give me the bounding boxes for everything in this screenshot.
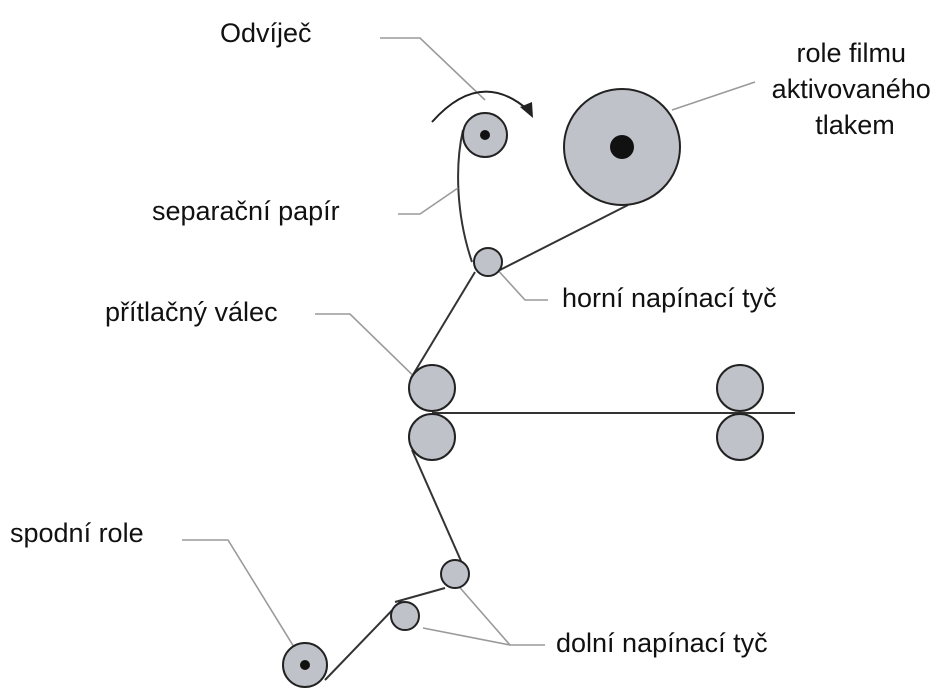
leader-upper-tension-bar <box>494 266 548 301</box>
bottom-web <box>394 587 446 603</box>
leader-lower-tension-bar <box>454 581 545 646</box>
lower-tension-bar-roller <box>440 559 470 589</box>
curved-arrow-icon <box>431 90 533 123</box>
leader-lower-tension-bar <box>422 627 511 646</box>
leader-separation-paper <box>398 187 459 215</box>
label-lower-tension-bar: dolní napínací tyč <box>556 628 768 658</box>
label-pressure-roller: přítlačný válec <box>105 297 278 327</box>
film-paths <box>324 129 795 681</box>
pressure-roller-bottom <box>408 413 456 461</box>
label-unwinder: Odvíječ <box>220 18 312 48</box>
pressure-roller-top <box>408 364 456 412</box>
output-roller-bottom <box>716 413 764 461</box>
label-film-roll: role filmu aktivovaného tlakem <box>772 38 939 140</box>
label-bottom-roll: spodní role <box>10 518 144 548</box>
bottom-web <box>411 449 466 571</box>
leader-film-roll <box>671 81 756 111</box>
label-separation-paper: separační papír <box>152 196 340 226</box>
separation-paper-path <box>457 129 473 263</box>
lower-tension-bar-roller <box>390 601 420 631</box>
rollers <box>282 88 764 688</box>
bottom-roll-hub <box>300 660 310 670</box>
leader-lines <box>182 37 756 661</box>
label-upper-tension-bar: horní napínací tyč <box>562 283 777 313</box>
film-roll-hub <box>610 135 634 159</box>
leader-unwinder <box>380 37 486 101</box>
leader-bottom-roll <box>182 539 303 661</box>
leader-pressure-roller <box>315 313 431 393</box>
upper-tension-bar-roller <box>473 247 503 277</box>
labels: Odvíječ role filmu aktivovaného tlakem s… <box>10 18 939 658</box>
film-web-upper <box>495 204 629 273</box>
output-roller-top <box>716 364 764 412</box>
film-web-upper <box>410 271 476 379</box>
unwinder-hub <box>480 130 490 140</box>
bottom-web <box>324 599 403 681</box>
